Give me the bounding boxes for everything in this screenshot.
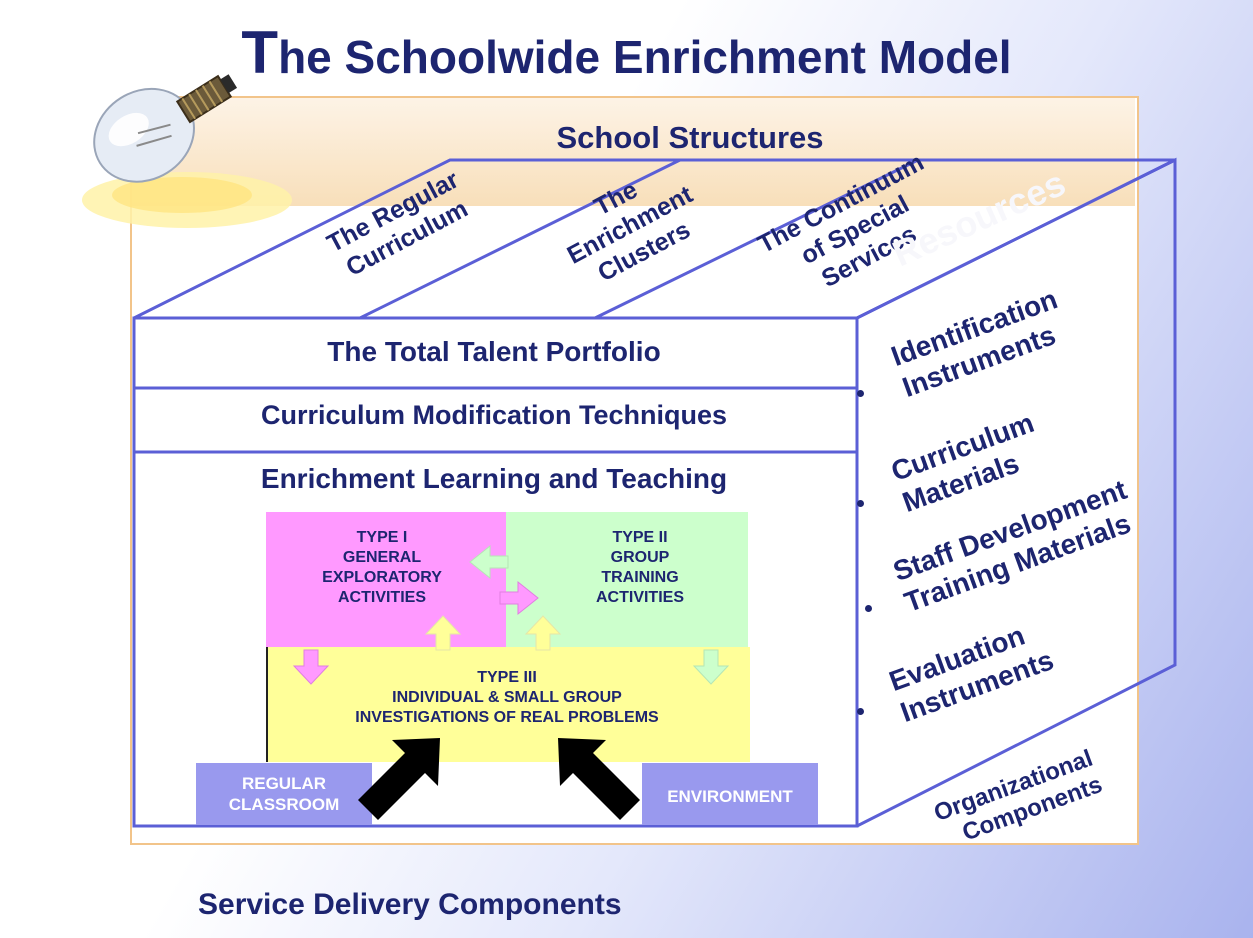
school-structures-title: School Structures <box>556 120 824 155</box>
title-rest: he Schoolwide Enrichment Model <box>278 31 1012 83</box>
box-line: REGULAR <box>241 774 327 793</box>
type-line: ACTIVITIES <box>337 589 426 606</box>
type-line: TYPE I <box>356 529 408 546</box>
lightbulb-icon <box>82 74 292 228</box>
type-line: GROUP <box>610 549 670 566</box>
type-1-box <box>266 512 506 647</box>
type-line: GENERAL <box>342 549 422 566</box>
arrow-up-right-icon <box>358 738 440 820</box>
service-delivery-footer: Service Delivery Components <box>198 888 622 921</box>
type-line: INVESTIGATIONS OF REAL PROBLEMS <box>355 709 659 726</box>
page-title: The Schoolwide Enrichment Model <box>0 18 1253 87</box>
arrow-left-icon <box>469 544 509 580</box>
bullet <box>857 390 864 397</box>
type-line: TYPE III <box>477 669 537 686</box>
box-line: ENVIRONMENT <box>667 787 793 806</box>
arrow-up-icon <box>424 615 462 651</box>
type-line: ACTIVITIES <box>595 589 684 606</box>
enrichment-learning: Enrichment Learning and Teaching <box>260 463 728 494</box>
arrow-up-icon <box>524 615 562 651</box>
type-3-box <box>266 647 750 762</box>
type-3-label: TYPE III INDIVIDUAL & SMALL GROUP INVEST… <box>266 668 748 728</box>
type-1-label: TYPE I GENERAL EXPLORATORY ACTIVITIES <box>282 528 482 608</box>
total-talent-portfolio: The Total Talent Portfolio <box>327 336 661 367</box>
curriculum-modification: Curriculum Modification Techniques <box>260 400 728 430</box>
arrow-down-icon <box>292 649 330 685</box>
type-line: TYPE II <box>612 529 668 546</box>
regular-classroom-box: REGULAR CLASSROOM <box>196 763 372 825</box>
bullet <box>857 500 864 507</box>
type-line: INDIVIDUAL & SMALL GROUP <box>392 689 622 706</box>
arrow-right-icon <box>499 580 539 616</box>
type-line: TRAINING <box>601 569 679 586</box>
type-2-label: TYPE II GROUP TRAINING ACTIVITIES <box>540 528 740 608</box>
arrow-down-icon <box>692 649 730 685</box>
environment-box: ENVIRONMENT <box>642 763 818 825</box>
bullet <box>857 708 864 715</box>
title-initial: T <box>241 19 279 86</box>
school-structures-band <box>132 98 1135 206</box>
arrow-up-left-icon <box>558 738 640 820</box>
type-line: EXPLORATORY <box>322 569 442 586</box>
bullet <box>865 605 872 612</box>
box-line: CLASSROOM <box>228 795 340 814</box>
